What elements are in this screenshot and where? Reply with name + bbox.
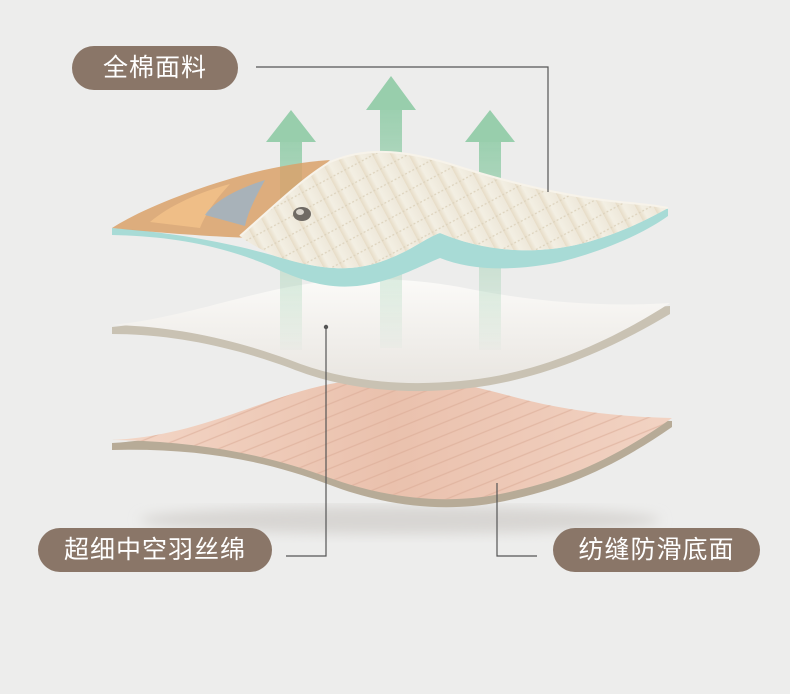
- cotton-top-layer: [112, 150, 669, 287]
- callout-line-cotton: [256, 66, 549, 192]
- callout-line-bottom: [496, 483, 537, 557]
- label-cotton-fabric: 全棉面料: [72, 46, 238, 90]
- label-microfiber-filling: 超细中空羽丝绵: [38, 528, 272, 572]
- ground-shadow: [140, 506, 660, 534]
- callout-line-fiber: [286, 328, 327, 557]
- label-anti-slip-bottom: 纺缝防滑底面: [553, 528, 760, 572]
- anti-slip-bottom-layer: [112, 377, 672, 508]
- fiber-pointer-dot: [323, 324, 329, 330]
